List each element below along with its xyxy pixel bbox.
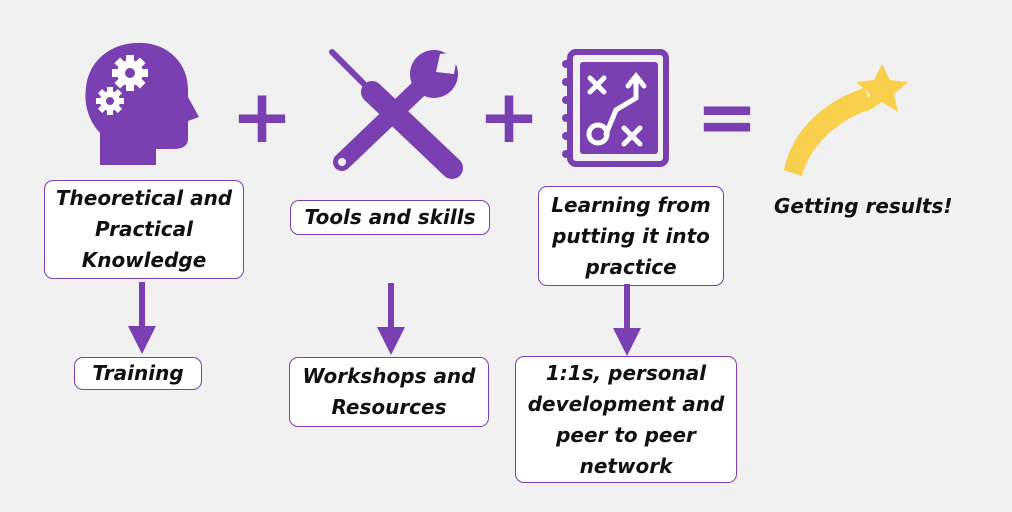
learning-node-label: Learning from putting it into practice xyxy=(551,192,711,279)
tools-node: Tools and skills xyxy=(290,200,490,235)
workshops-outcome: Workshops and Resources xyxy=(289,357,489,427)
shooting-star-icon xyxy=(784,64,908,176)
crossed-screwdriver-wrench-icon xyxy=(329,49,463,179)
training-outcome: Training xyxy=(74,357,202,390)
strategy-notebook-icon xyxy=(562,49,669,167)
learning-node: Learning from putting it into practice xyxy=(538,186,724,286)
plus-operator: + xyxy=(478,74,541,160)
plus-operator: + xyxy=(231,74,294,160)
workshops-outcome-label: Workshops and Resources xyxy=(302,364,476,419)
knowledge-node-label: Theoretical and Practical Knowledge xyxy=(55,186,233,272)
network-outcome: 1:1s, personal development and peer to p… xyxy=(515,356,737,483)
training-outcome-label: Training xyxy=(92,361,184,385)
head-with-gears-icon xyxy=(85,42,199,165)
arrow-down-icon xyxy=(377,283,405,355)
arrow-down-icon xyxy=(613,284,641,356)
tools-node-label: Tools and skills xyxy=(304,205,476,229)
arrow-down-icon xyxy=(128,282,156,354)
equals-operator: = xyxy=(696,74,759,160)
result-node-label: Getting results! xyxy=(774,194,953,218)
network-outcome-label: 1:1s, personal development and peer to p… xyxy=(527,360,725,478)
knowledge-node: Theoretical and Practical Knowledge xyxy=(44,180,244,279)
